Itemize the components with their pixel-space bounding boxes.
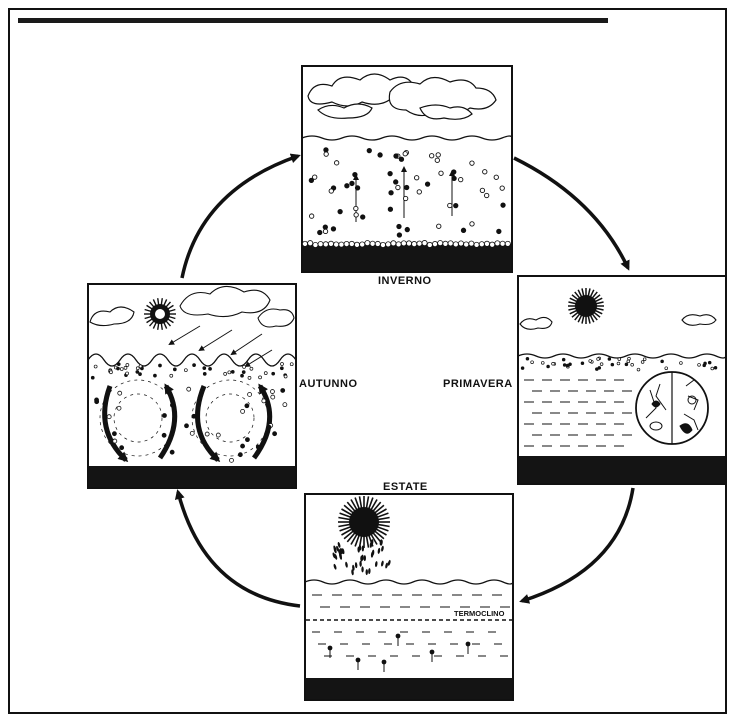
arrow-spring-to-summer — [522, 488, 633, 601]
label-autumn: AUTUNNO — [299, 378, 358, 390]
panel-summer — [305, 494, 513, 700]
plankton-magnifier — [636, 372, 708, 444]
sediment-spring — [519, 456, 725, 483]
arrow-summer-to-autumn — [178, 492, 300, 606]
sediment-autumn — [89, 466, 295, 487]
label-thermocline: TERMOCLINO — [454, 609, 504, 618]
panel-autumn — [88, 284, 296, 488]
sediment-summer — [306, 678, 512, 699]
panel-spring — [518, 276, 726, 484]
panel-winter — [302, 66, 512, 272]
label-spring: PRIMAVERA — [443, 378, 513, 390]
arrow-autumn-to-winter — [182, 156, 298, 278]
arrow-winter-to-spring — [514, 158, 628, 268]
label-winter: INVERNO — [378, 275, 432, 287]
sediment-winter — [303, 244, 511, 271]
label-summer: ESTATE — [383, 481, 428, 493]
